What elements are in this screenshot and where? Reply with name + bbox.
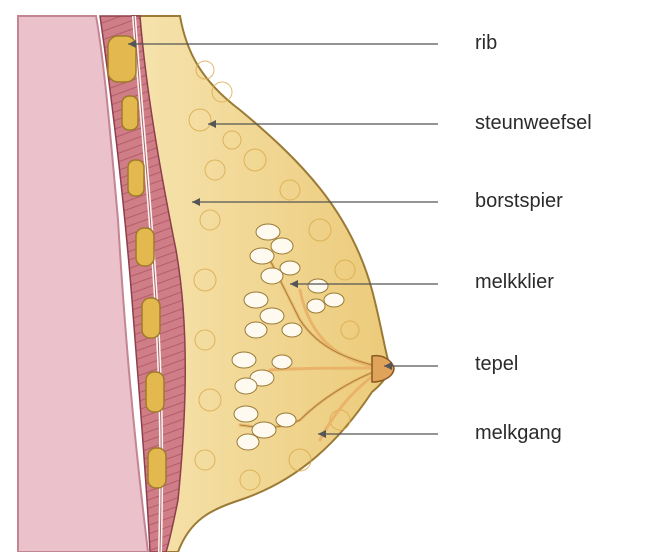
label-mammary-gland: melkklier bbox=[475, 271, 554, 294]
label-pectoral-muscle: borstspier bbox=[475, 190, 563, 213]
label-connective-tissue: steunweefsel bbox=[475, 112, 592, 135]
label-milk-duct: melkgang bbox=[475, 422, 562, 445]
label-nipple: tepel bbox=[475, 353, 518, 376]
label-rib: rib bbox=[475, 32, 497, 55]
